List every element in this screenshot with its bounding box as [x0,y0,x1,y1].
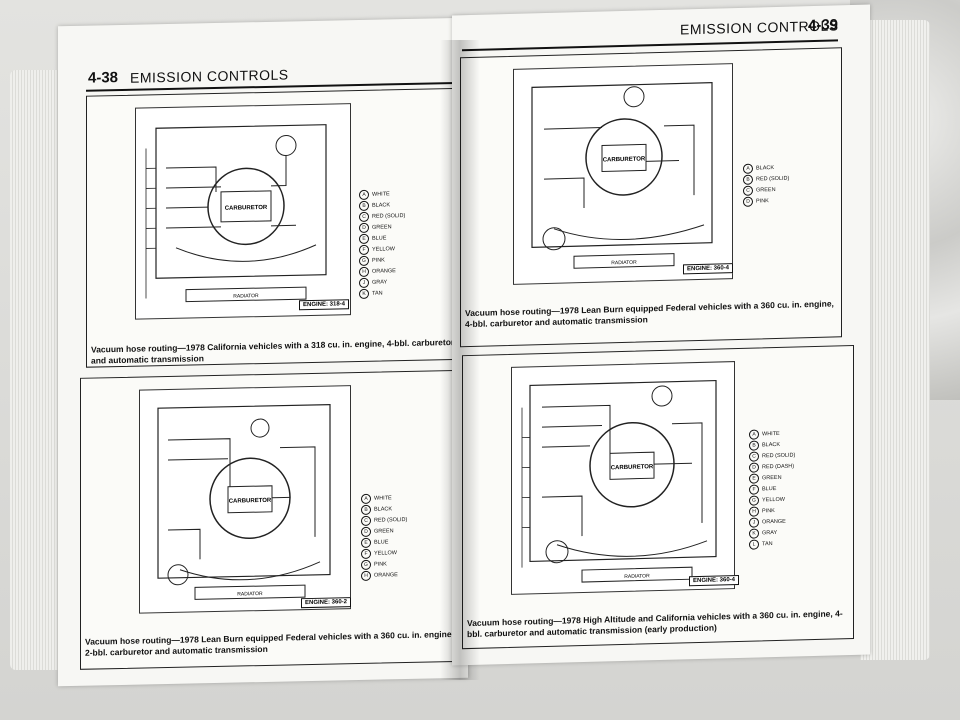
left-page-number: 4-38 [88,69,119,87]
carburetor-label: CARBURETOR [229,498,272,505]
radiator-label: RADIATOR [233,293,259,300]
engine-tag: ENGINE: 360-4 [683,263,734,275]
vacuum-diagram-360-2: CARBURETOR RADIATOR [139,385,351,614]
vacuum-diagram-360-4-federal: CARBURETOR RADIATOR [513,63,733,285]
diagram-drawing: CARBURETOR RADIATOR [531,82,713,269]
radiator-label: RADIATOR [611,260,637,267]
engine-tag: ENGINE: 318-4 [299,299,350,311]
left-section-title: EMISSION CONTROLS [130,66,289,86]
carburetor-label: CARBURETOR [603,156,646,163]
right-page: EMISSION CONTROLS 4-39 CARBURETOR RADIAT… [452,4,870,666]
figure-caption: Vacuum hose routing—1978 California vehi… [91,336,455,366]
engine-tag: ENGINE: 360-4 [689,574,740,587]
carburetor-label: CARBURETOR [225,205,268,212]
page-edges-right [860,20,930,660]
engine-tag: ENGINE: 360-2 [301,597,352,609]
vacuum-diagram-360-4-altitude: CARBURETOR RADIATOR [511,361,735,595]
figure-caption: Vacuum hose routing—1978 High Altitude a… [467,608,843,640]
carburetor-label: CARBURETOR [611,464,654,471]
diagram-drawing: CARBURETOR RADIATOR [145,124,327,303]
figure-caption: Vacuum hose routing—1978 Lean Burn equip… [85,629,454,658]
right-page-number: 4-39 [808,16,839,35]
diagram-drawing: CARBURETOR RADIATOR [521,379,717,583]
left-page: 4-38 EMISSION CONTROLS CARBURETOR RADIAT… [58,17,468,687]
radiator-label: RADIATOR [237,591,263,598]
diagram-drawing: CARBURETOR RADIATOR [157,403,331,600]
radiator-label: RADIATOR [624,573,650,580]
vacuum-diagram-318-4: CARBURETOR RADIATOR [135,103,351,320]
book-gutter [440,40,480,680]
figure-caption: Vacuum hose routing—1978 Lean Burn equip… [465,298,834,330]
